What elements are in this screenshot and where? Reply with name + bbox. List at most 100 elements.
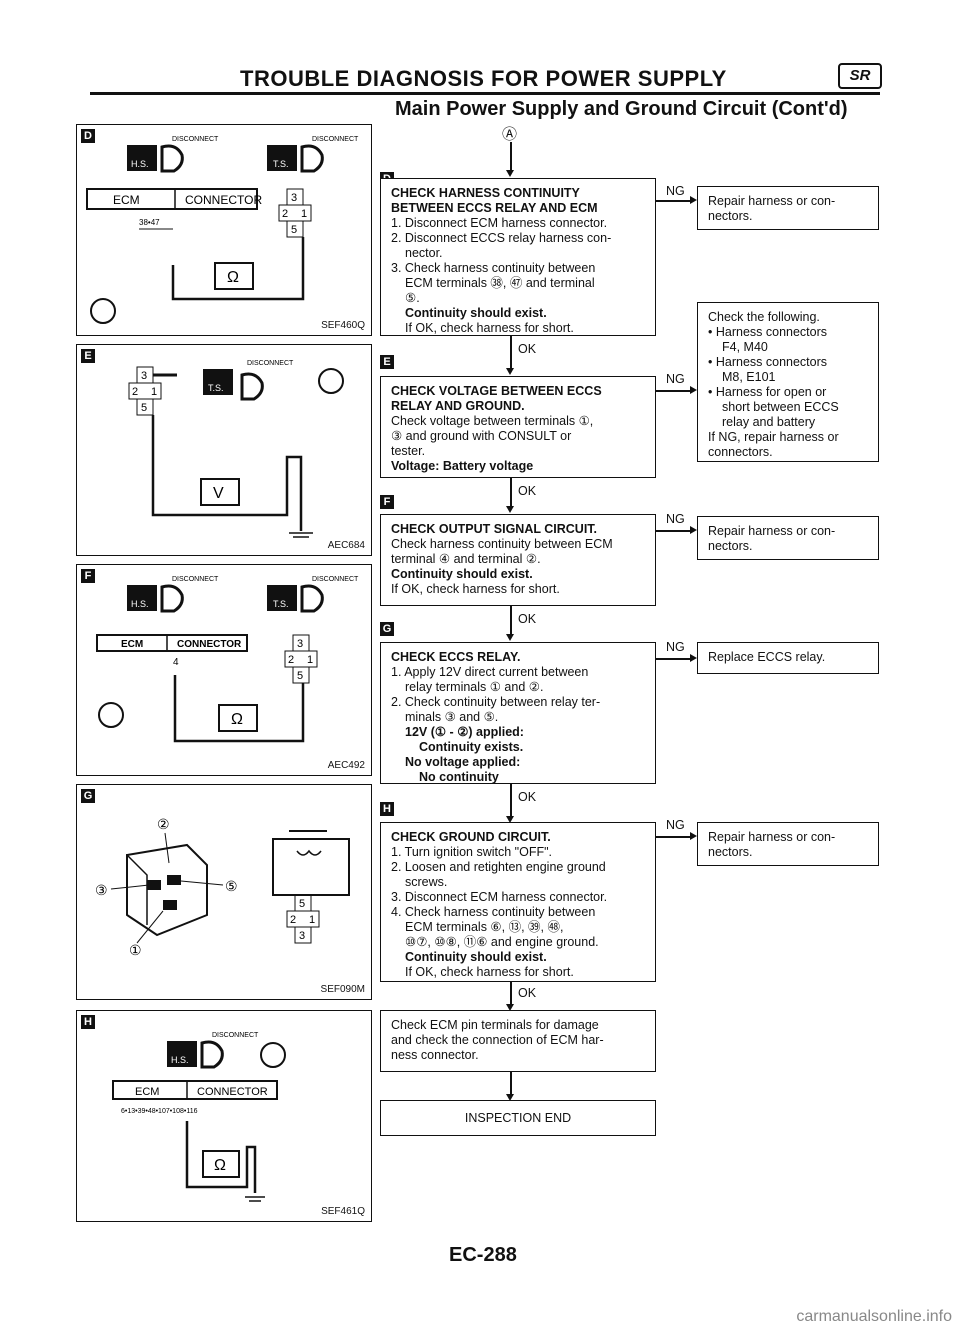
svg-text:6•13•39•48•107•108•116: 6•13•39•48•107•108•116 [121,1108,198,1115]
continuity-test-diagram: H.S. DISCONNECT T.S. DISCONNECT ECM CONN… [86,136,359,324]
result-check-following: Check the following.• Harness connectors… [697,302,879,462]
step-line: ③ and ground with CONSULT or [391,429,572,443]
diagram-panel-f: F H.S. DISCONNECT T.S. DISCONNECT ECM CO… [76,564,372,776]
svg-text:1: 1 [301,208,307,220]
svg-text:5: 5 [297,670,303,682]
svg-text:3: 3 [291,192,297,204]
svg-text:3: 3 [141,370,147,382]
ng-label: NG [666,372,685,386]
entry-marker: Ⓐ [502,126,518,143]
step-line: CHECK VOLTAGE BETWEEN ECCS [391,384,602,398]
step-line: ECM terminals ⑥, ⑬, ㊴, ㊽, [405,920,564,934]
diagram-panel-e: E 3 2 1 5 T.S. DISCONNECT V AEC684 [76,344,372,556]
step-line: If OK, check harness for short. [405,965,574,979]
step-line: 4. Check harness continuity between [391,905,596,919]
svg-text:3: 3 [297,638,303,650]
step-line: 1. Apply 12V direct current between [391,665,589,679]
result-line: Repair harness or con- [708,830,836,844]
step-line: Continuity should exist. [405,950,547,964]
ng-label: NG [666,512,685,526]
svg-text:H.S.: H.S. [171,1055,189,1065]
flow-arrow [690,196,697,204]
step-line: BETWEEN ECCS RELAY AND ECM [391,201,598,215]
step-line: CHECK ECCS RELAY. [391,650,521,664]
step-letter: G [380,622,394,636]
ground-circuit-diagram: H.S. DISCONNECT ECM CONNECTOR 6•13•39•48… [112,1032,286,1202]
svg-text:1: 1 [309,914,315,926]
step-letter: H [380,802,394,816]
output-signal-diagram: H.S. DISCONNECT T.S. DISCONNECT ECM CONN… [96,576,359,743]
svg-text:1: 1 [307,654,313,666]
step-line: minals ③ and ⑤. [405,710,499,724]
figure-code: SEF461Q [321,1206,365,1217]
flow-line [510,142,512,172]
svg-text:Ω: Ω [231,711,243,728]
panel-letter: G [81,789,95,803]
svg-text:T.S.: T.S. [273,599,289,609]
svg-text:5: 5 [291,224,297,236]
step-line: 2. Loosen and retighten engine ground [391,860,606,874]
svg-text:ECM: ECM [113,193,140,207]
step-line: Voltage: Battery voltage [391,459,534,473]
result-repair-harness: Repair harness or con-nectors. [697,516,879,560]
step-line: If OK, check harness for short. [405,321,574,335]
svg-text:H.S.: H.S. [131,159,149,169]
figure-code: AEC684 [327,540,365,551]
svg-text:2: 2 [290,914,296,926]
svg-text:2: 2 [132,386,138,398]
svg-text:T.S.: T.S. [273,159,289,169]
connector-icon [300,144,324,173]
ecm-connector-icon [96,634,248,652]
hs-icon [167,1041,197,1067]
result-line: short between ECCS [722,400,839,414]
svg-text:①: ① [129,942,142,958]
ng-label: NG [666,818,685,832]
ecm-connector-icon [112,1080,278,1100]
step-line: CHECK HARNESS CONTINUITY [391,186,580,200]
svg-text:CONNECTOR: CONNECTOR [197,1086,268,1098]
relay-schematic-icon [272,838,350,896]
step-line: 2. Check continuity between relay ter- [391,695,601,709]
connector-icon [240,372,264,401]
panel-letter: E [81,349,95,363]
result-line: Replace ECCS relay. [708,650,826,664]
step-line: nector. [405,246,443,260]
step-line: ⑩⑦, ⑩⑧, ⑪⑥ and engine ground. [405,935,599,949]
step-check-eccs-relay: CHECK ECCS RELAY.1. Apply 12V direct cur… [380,642,656,784]
step-line: ness connector. [391,1048,479,1062]
flow-arrow [506,170,514,177]
step-line: Check harness continuity between ECM [391,537,613,551]
svg-text:4: 4 [173,657,179,668]
page-number: EC-288 [449,1244,517,1266]
step-line: CHECK GROUND CIRCUIT. [391,830,551,844]
step-letter: E [380,355,394,369]
watermark: carmanualsonline.info [796,1308,952,1325]
step-line: Continuity exists. [419,740,524,754]
step-line: RELAY AND GROUND. [391,399,525,413]
svg-text:DISCONNECT: DISCONNECT [172,576,219,583]
page-subtitle: Main Power Supply and Ground Circuit (Co… [395,98,848,120]
step-line: 3. Disconnect ECM harness connector. [391,890,608,904]
diagram-panel-g: G ② ③ ⑤ ① 5 2 1 3 SEF090M [76,784,372,1000]
connector-icon [200,1040,224,1069]
step-letter: F [380,495,394,509]
svg-text:5: 5 [141,402,147,414]
ohmmeter-icon [214,262,254,290]
svg-text:Ω: Ω [214,1157,226,1174]
svg-text:DISCONNECT: DISCONNECT [212,1032,259,1039]
result-line: • Harness for open or [708,385,827,399]
svg-text:H.S.: H.S. [131,599,149,609]
relay-test-diagram: ② ③ ⑤ ① 5 2 1 3 [95,816,350,958]
svg-text:ECM: ECM [135,1086,159,1098]
step-check-ground-circuit: CHECK GROUND CIRCUIT.1. Turn ignition sw… [380,822,656,982]
result-line: Repair harness or con- [708,524,836,538]
voltmeter-icon [200,478,240,506]
svg-text:2: 2 [282,208,288,220]
relay-icon [126,843,208,937]
result-line: F4, M40 [722,340,768,354]
svg-text:T.S.: T.S. [208,383,224,393]
step-line: 2. Disconnect ECCS relay harness con- [391,231,612,245]
